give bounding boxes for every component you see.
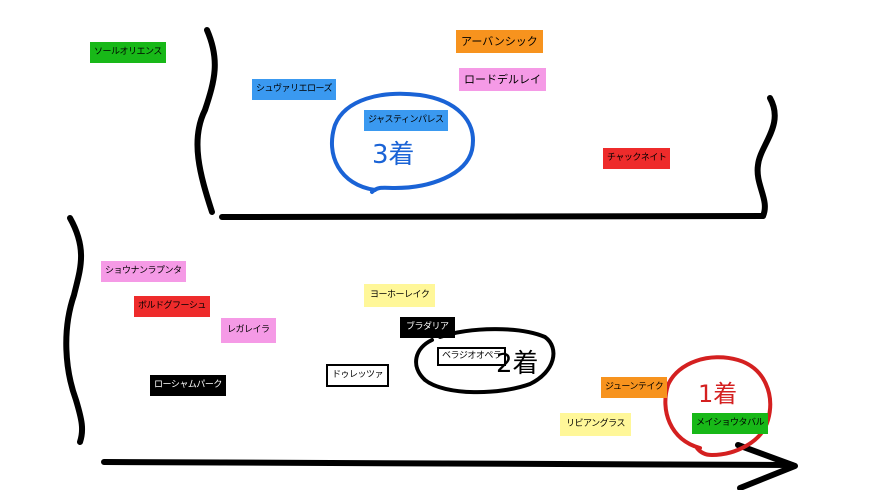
horse-tag-june-take: ジューンテイク	[601, 377, 668, 398]
horse-tag-justin-palace: ジャスティンパレス	[364, 110, 448, 131]
horse-tag-lord-del-rey: ロードデルレイ	[459, 68, 546, 91]
third-place-circle	[329, 91, 475, 194]
horse-tag-regaleira: レガレイラ	[221, 318, 276, 343]
lower-arrow-line	[101, 459, 795, 468]
horse-tag-sole-oriens: ソールオリエンス	[90, 42, 166, 63]
horse-tag-chuck-nate: チャックネイト	[603, 148, 671, 169]
horse-tag-shonan-lapunta: ショウナンラプンタ	[101, 261, 186, 282]
horse-tag-chevalier-rose: シュヴァリエローズ	[252, 79, 337, 100]
lower-arrow-head	[735, 442, 798, 490]
upper-right-brace	[754, 95, 778, 219]
horse-tag-meisho-tabaru: メイショウタバル	[692, 413, 769, 434]
horse-tag-durezza: ドゥレッツァ	[326, 364, 390, 387]
horse-tag-bold-grouse: ボルドグフーシュ	[134, 296, 210, 317]
third-place-label: 3着	[372, 140, 415, 170]
horse-tag-bradaria: ブラダリア	[400, 317, 455, 338]
horse-tag-belagio-opera: ベラジオオペラ	[437, 347, 507, 366]
second-place-label: 2着	[496, 349, 539, 379]
upper-bottom-line	[219, 213, 766, 220]
lower-left-brace	[63, 215, 86, 445]
second-place-circle	[414, 327, 556, 395]
horse-tag-yoho-lake: ヨーホーレイク	[364, 284, 436, 307]
horse-tag-rousham-park: ローシャムパーク	[150, 375, 226, 396]
upper-left-brace	[194, 27, 218, 215]
first-place-label: 1着	[698, 380, 738, 408]
horse-tag-libyan-glass: リビアングラス	[560, 413, 631, 436]
horse-tag-urban-chic: アーバンシック	[456, 30, 543, 53]
